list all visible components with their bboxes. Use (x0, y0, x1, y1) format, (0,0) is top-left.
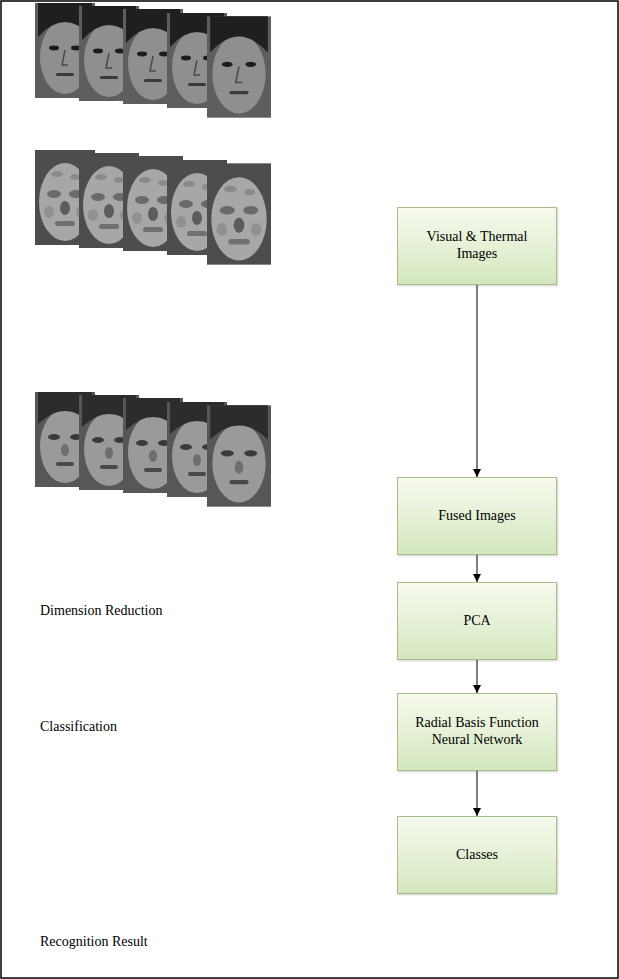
flow-arrow (477, 660, 478, 693)
flow-arrow (477, 285, 478, 477)
fused-face-image (207, 405, 271, 506)
visual-face-image (207, 16, 271, 117)
process-box: Fused Images (397, 477, 557, 555)
box-label: PCA (463, 613, 490, 630)
box-label: Classes (456, 847, 498, 864)
process-box: Radial Basis Function Neural Network (397, 693, 557, 771)
box-label: Fused Images (438, 508, 515, 525)
process-box: Visual & Thermal Images (397, 207, 557, 285)
thermal-face-image (207, 163, 271, 264)
box-label: Radial Basis Function Neural Network (406, 715, 548, 749)
flow-arrow (477, 555, 478, 582)
stage-label: Recognition Result (40, 934, 148, 950)
stage-label: Classification (40, 719, 117, 735)
process-box: Classes (397, 816, 557, 894)
box-label: Visual & Thermal Images (406, 229, 548, 263)
stage-label: Dimension Reduction (40, 603, 163, 619)
process-box: PCA (397, 582, 557, 660)
flow-arrow (477, 771, 478, 816)
